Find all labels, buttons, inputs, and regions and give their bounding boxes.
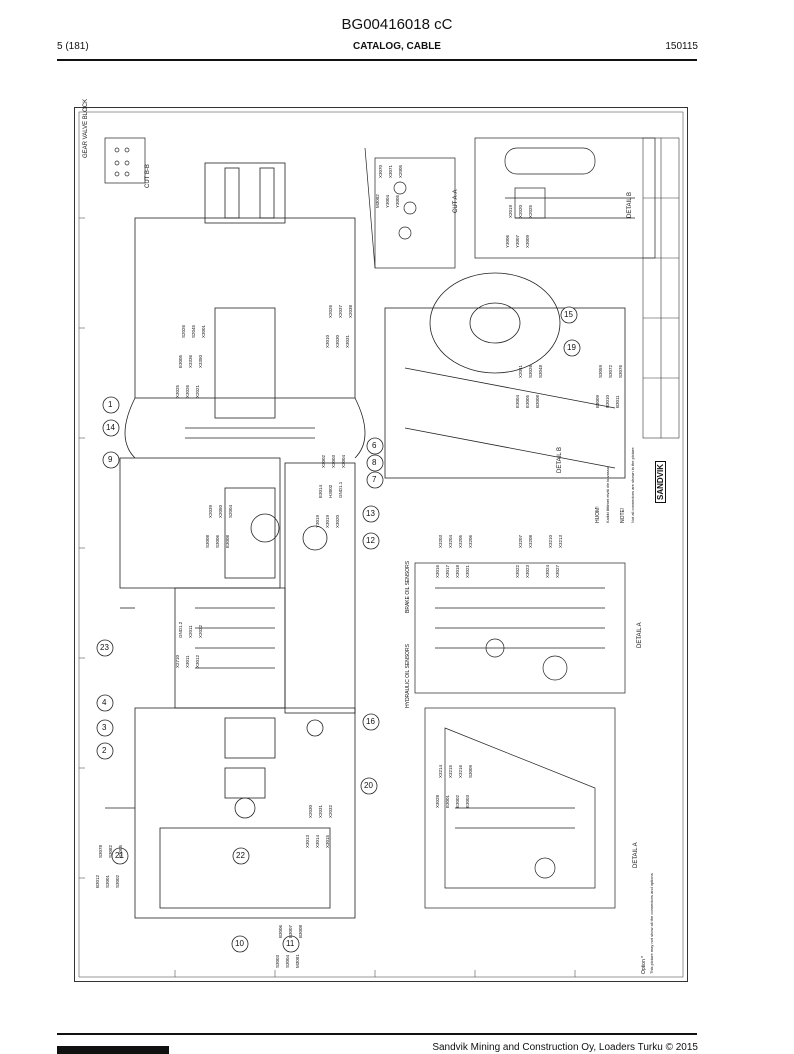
cut-bb-label: CUT B-B — [145, 164, 151, 188]
title-block — [642, 137, 680, 439]
callout-23: 23 — [100, 643, 109, 652]
technical-drawing: GEAR VALVE BLOCK CUT B-B CUT A-A DETAIL … — [74, 99, 688, 982]
document-id: BG00416018 cC — [341, 16, 453, 33]
callout-13: 13 — [366, 509, 375, 518]
callout-19: 19 — [567, 343, 576, 352]
option-label: Option * — [641, 955, 647, 974]
callout-8: 8 — [372, 458, 377, 467]
header-rule — [57, 59, 697, 61]
footer-copyright: Sandvik Mining and Construction Oy, Load… — [432, 1042, 698, 1053]
brake-oil-sensors-label: BRAKE OIL SENSORS — [405, 560, 411, 613]
detail-a-label: DETAIL A — [637, 622, 643, 648]
detail-a-lower-label: DETAIL A — [633, 842, 639, 868]
cut-aa-label: CUT A-A — [453, 189, 459, 213]
callout-6: 6 — [372, 441, 377, 450]
callout-15: 15 — [564, 310, 573, 319]
footer-rule — [57, 1033, 697, 1035]
detail-a-lower-view — [424, 707, 616, 909]
callout-circles — [96, 306, 581, 953]
machine-plan-view — [105, 162, 366, 919]
callout-14: 14 — [106, 423, 115, 432]
footer-logo — [57, 1046, 169, 1054]
callout-11: 11 — [286, 939, 295, 948]
callout-16: 16 — [366, 717, 375, 726]
callout-3: 3 — [102, 723, 107, 732]
note-text-en: Not all connectors are shown in the pict… — [630, 447, 635, 523]
callout-9: 9 — [108, 455, 113, 464]
callout-22: 22 — [236, 851, 245, 860]
huom-label: HUOM! — [595, 506, 601, 523]
sandvik-logo: SANDVIK — [655, 460, 666, 503]
header-date: 150115 — [665, 41, 698, 52]
callout-21: 21 — [115, 851, 124, 860]
callout-4: 4 — [102, 698, 107, 707]
callout-12: 12 — [366, 536, 375, 545]
cable-catalog-drawing — [78, 111, 684, 978]
callout-1: 1 — [108, 400, 113, 409]
note-label: NOTE! — [620, 507, 626, 523]
note-text-fi: Kaikki liittimet eivät ole kuvassa — [605, 466, 610, 523]
detail-b-lower-label: DETAIL B — [557, 446, 563, 473]
detail-a-view — [414, 562, 626, 694]
callout-7: 7 — [372, 475, 377, 484]
page-number: 5 (181) — [57, 41, 89, 52]
option-text: This picture may not show all the connec… — [649, 873, 654, 974]
wheel-view — [384, 272, 626, 479]
callout-10: 10 — [235, 939, 244, 948]
cut-aa-view — [364, 147, 456, 269]
gear-valve-block — [104, 137, 146, 184]
callout-2: 2 — [102, 746, 107, 755]
detail-b-label: DETAIL B — [627, 191, 633, 218]
page-title: CATALOG, CABLE — [353, 41, 441, 52]
hydraulic-oil-sensors-label: HYDRAULIC OIL SENSORS — [405, 644, 411, 708]
callout-20: 20 — [364, 781, 373, 790]
gear-valve-label: GEAR VALVE BLOCK — [83, 98, 89, 158]
